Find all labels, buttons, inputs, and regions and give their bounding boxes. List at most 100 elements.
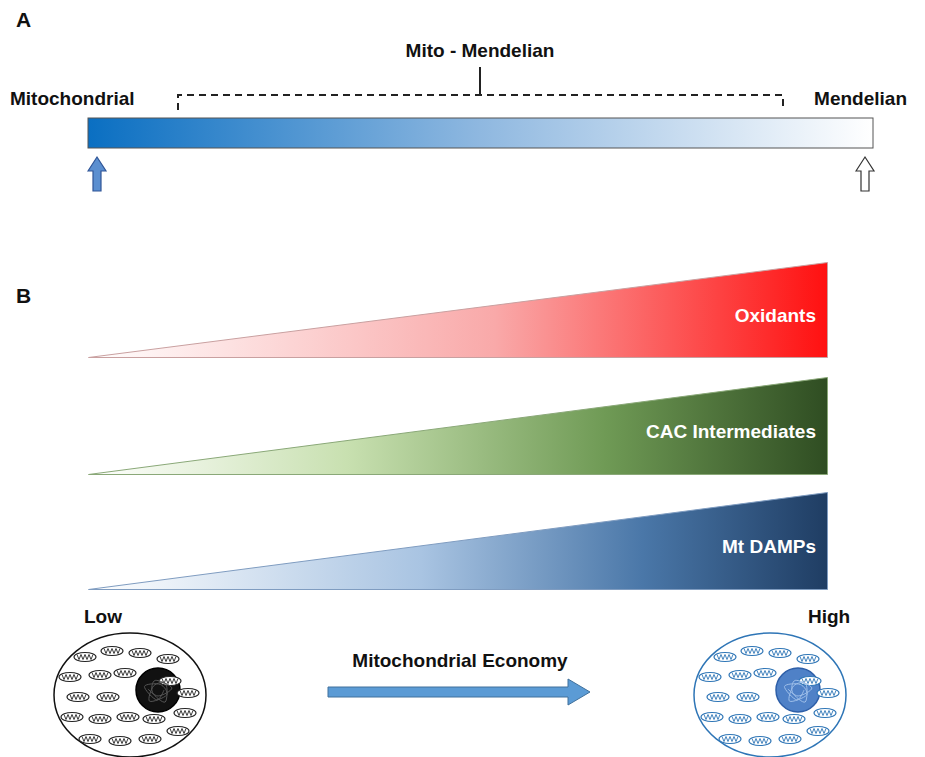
mitochondrion <box>714 653 736 662</box>
mitochondrion <box>769 649 791 658</box>
cristae <box>160 657 176 662</box>
cristae <box>120 715 136 720</box>
mitochondrion <box>89 715 111 724</box>
gradient-wedge: Mt DAMPs <box>88 492 828 590</box>
mitochondrion <box>174 709 196 718</box>
mitochondrion <box>807 727 829 736</box>
wedge-outline <box>89 493 828 590</box>
cell-outline <box>694 633 846 757</box>
mitochondrion <box>783 715 805 724</box>
mitochondrion <box>741 647 763 656</box>
cristae <box>77 655 93 660</box>
wedge-label: Oxidants <box>735 305 816 327</box>
panel-letter: B <box>16 284 31 308</box>
mitochondrion <box>701 713 723 722</box>
mitochondrion <box>814 709 836 718</box>
cristae <box>82 737 98 742</box>
nucleus <box>776 668 820 712</box>
mitochondrion <box>114 669 136 678</box>
cristae <box>732 717 748 722</box>
scale-end-label: Mendelian <box>814 88 907 110</box>
cristae <box>752 739 768 744</box>
mitochondrion <box>167 727 189 736</box>
cristae <box>786 717 802 722</box>
scale-label: High <box>808 606 850 628</box>
gradient-wedge: Oxidants <box>88 262 828 358</box>
mitochondrion <box>799 677 821 686</box>
wedge-label: CAC Intermediates <box>646 421 816 443</box>
mitochondrion <box>729 715 751 724</box>
chromatin <box>144 680 171 702</box>
cell-high <box>694 633 846 757</box>
cristae <box>810 729 826 734</box>
mitochondrion <box>177 689 199 698</box>
cell-outline <box>54 633 206 757</box>
mitochondrion <box>61 713 83 722</box>
economy-arrow <box>328 679 590 705</box>
mitochondrion <box>817 689 839 698</box>
cristae <box>704 715 720 720</box>
panel-letter: A <box>16 8 31 32</box>
spectrum-bar <box>88 118 873 148</box>
cristae <box>717 655 733 660</box>
wedge-outline <box>89 263 828 358</box>
cristae <box>180 691 196 696</box>
mitochondrion <box>749 737 771 746</box>
mitochondrion <box>139 735 161 744</box>
cristae <box>62 675 78 680</box>
cristae <box>142 737 158 742</box>
cristae <box>702 675 718 680</box>
mitochondrion <box>67 693 89 702</box>
bracket-label: Mito - Mendelian <box>406 40 555 62</box>
chromatin <box>784 680 811 702</box>
mitochondrion <box>159 677 181 686</box>
mitochondrion <box>757 713 779 722</box>
nucleus <box>136 668 180 712</box>
wedge-shape <box>88 262 828 358</box>
cristae <box>112 739 128 744</box>
cristae <box>146 717 162 722</box>
mitochondrion <box>754 669 776 678</box>
scale-label: Low <box>84 606 122 628</box>
wedge-shape <box>88 492 828 590</box>
cristae <box>722 737 738 742</box>
up-arrow <box>88 157 106 191</box>
cristae <box>744 649 760 654</box>
cristae <box>732 673 748 678</box>
cristae <box>782 737 798 742</box>
mitochondrion <box>89 671 111 680</box>
cristae <box>800 657 816 662</box>
cristae <box>104 649 120 654</box>
mitochondrion <box>719 735 741 744</box>
cristae <box>64 715 80 720</box>
cristae <box>757 671 773 676</box>
cristae <box>740 695 756 700</box>
mitochondrion <box>157 655 179 664</box>
cell-low <box>54 633 206 757</box>
cristae <box>117 671 133 676</box>
cristae <box>92 673 108 678</box>
mitochondrion <box>729 671 751 680</box>
mitochondrion <box>143 715 165 724</box>
cristae <box>820 691 836 696</box>
mitochondrion <box>101 647 123 656</box>
cristae <box>772 651 788 656</box>
cristae <box>132 651 148 656</box>
cristae <box>100 695 116 700</box>
mitochondrion <box>109 737 131 746</box>
wedge-label: Mt DAMPs <box>722 536 816 558</box>
mitochondrion <box>699 673 721 682</box>
mitochondrion <box>737 693 759 702</box>
wedge-outline <box>89 378 828 475</box>
mitochondrion <box>779 735 801 744</box>
bracket-tick <box>479 67 481 95</box>
mitochondrion <box>97 693 119 702</box>
cristae <box>760 715 776 720</box>
axis-label: Mitochondrial Economy <box>352 650 567 672</box>
mitochondrion <box>797 655 819 664</box>
scale-end-label: Mitochondrial <box>10 88 135 110</box>
cristae <box>817 711 833 716</box>
mitochondrion <box>79 735 101 744</box>
cristae <box>710 695 726 700</box>
